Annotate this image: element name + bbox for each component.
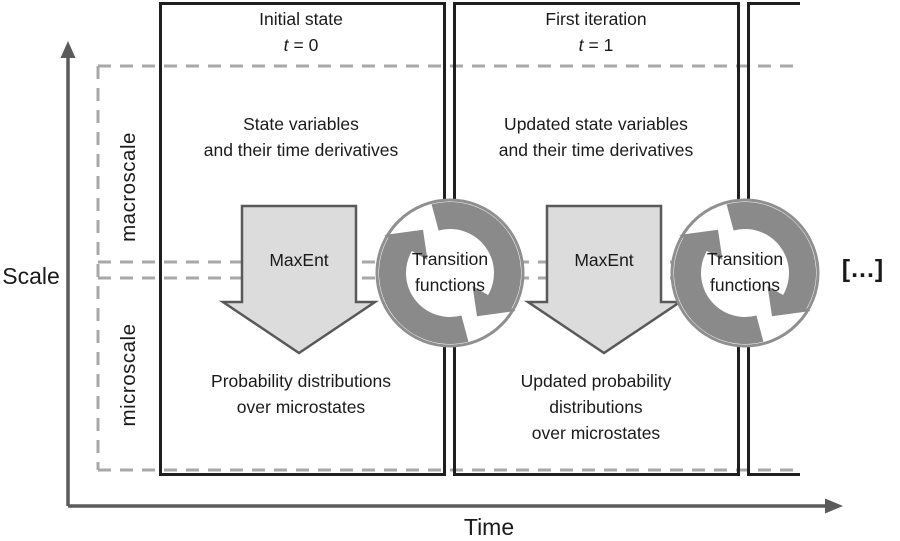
initial-state-header: Initial state t= 0 — [259, 6, 343, 58]
cycle-arrow-top — [726, 201, 817, 317]
first-iteration-time: t= 1 — [545, 32, 646, 58]
text-line: over microstates — [236, 397, 366, 417]
text-line: Transition — [411, 249, 489, 269]
cycle-arrow-bottom — [673, 229, 764, 345]
continuation-ellipsis: [...] — [841, 255, 885, 283]
text-line: functions — [414, 275, 486, 295]
text-line: functions — [709, 275, 781, 295]
text-line: Updated probability — [520, 371, 672, 391]
initial-state-time: t= 0 — [259, 32, 343, 58]
time-variable: t — [283, 35, 289, 55]
maxent-down-arrow-2 — [523, 204, 685, 355]
first-iteration-header: First iteration t= 1 — [545, 6, 646, 58]
first-iteration-title: First iteration — [545, 9, 647, 29]
transition-functions-label-1: Transition functions — [412, 246, 488, 298]
text-line: Probability distributions — [211, 371, 391, 391]
probability-distributions-text: Probability distributions over microstat… — [211, 368, 391, 420]
time-value: = 1 — [588, 35, 614, 55]
transition-cycle-icon-1 — [375, 198, 525, 348]
scale-axis-arrowhead-icon — [60, 41, 76, 58]
cycle-arrow-bottom — [378, 229, 469, 345]
updated-probability-distributions-text: Updated probability distributions over m… — [521, 368, 672, 446]
text-line: Transition — [706, 249, 784, 269]
text-line: distributions — [549, 397, 643, 417]
macroscale-band-label: macroscale — [117, 132, 140, 242]
initial-state-title: Initial state — [259, 9, 343, 29]
text-line: and their time derivatives — [203, 140, 399, 160]
maxent-down-arrow-1 — [218, 204, 380, 355]
maxent-label-1: MaxEnt — [269, 250, 329, 270]
time-value: = 0 — [293, 35, 319, 55]
maxent-label-2: MaxEnt — [574, 250, 634, 270]
time-axis-label: Time — [463, 514, 515, 540]
text-line: over microstates — [531, 423, 661, 443]
scale-axis-label: Scale — [2, 263, 60, 289]
transition-cycle-icon-2 — [670, 198, 820, 348]
time-axis-arrowhead-icon — [825, 498, 843, 514]
updated-state-variables-text: Updated state variables and their time d… — [499, 111, 694, 163]
text-line: State variables — [243, 114, 359, 134]
cycle-arrow-top — [431, 201, 522, 317]
text-line: Updated state variables — [504, 114, 688, 134]
state-variables-text: State variables and their time derivativ… — [204, 111, 399, 163]
time-variable: t — [578, 35, 584, 55]
microscale-band-label: microscale — [117, 323, 140, 427]
transition-functions-label-2: Transition functions — [707, 246, 783, 298]
text-line: and their time derivatives — [498, 140, 694, 160]
